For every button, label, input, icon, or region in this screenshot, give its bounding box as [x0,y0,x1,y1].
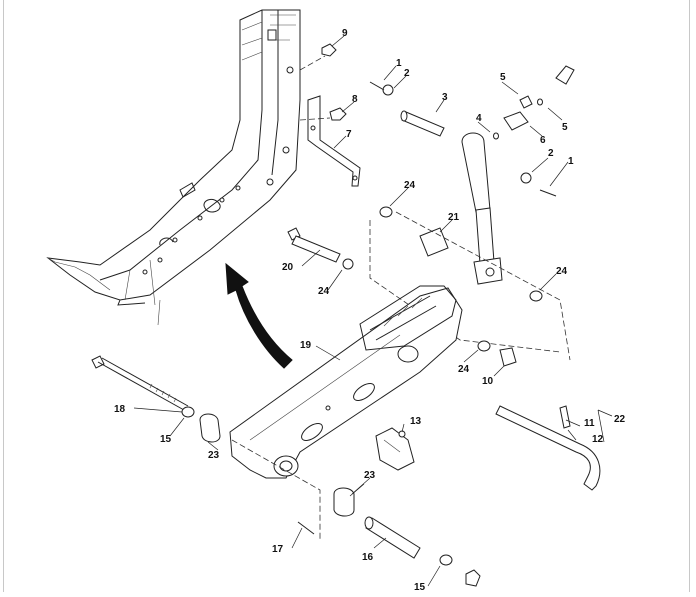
upper-bolt-set [287,227,517,367]
callout-labels: 9 1 2 8 3 5 4 5 6 7 2 1 24 21 20 24 24 1… [114,28,626,593]
callout-16: 16 [362,552,374,563]
callout-12: 12 [592,434,604,445]
right-border [689,0,690,592]
callout-24-lower: 24 [458,364,470,375]
bracket-assembly [299,43,361,187]
leader-lines [133,35,613,587]
callout-9: 9 [342,28,348,39]
callout-7: 7 [346,129,352,140]
shock-absorber [369,65,575,361]
handle-assembly [375,405,601,491]
left-border [3,0,4,592]
callout-23-lower: 23 [364,470,376,481]
callout-22: 22 [614,414,626,425]
callout-15-bottom: 15 [414,582,426,592]
callout-6: 6 [540,135,546,146]
callout-24-mid: 24 [318,286,330,297]
callout-19: 19 [300,340,312,351]
callout-13: 13 [410,416,422,427]
callout-24-top: 24 [404,180,416,191]
direction-arrow [225,262,293,369]
callout-3: 3 [442,92,448,103]
callout-8: 8 [352,94,358,105]
callout-23-left: 23 [208,450,220,461]
callout-4: 4 [476,113,482,124]
callout-21: 21 [448,212,460,223]
chassis-frame [46,9,301,326]
callout-1-top: 1 [396,58,402,69]
callout-15-left: 15 [160,434,172,445]
callout-5-right: 5 [562,122,568,133]
lower-bolt-set [91,355,481,587]
callout-5-top: 5 [500,72,506,83]
swing-arm [229,285,463,479]
callout-2-top: 2 [404,68,410,79]
callout-1-right: 1 [568,156,574,167]
callout-11: 11 [584,418,595,429]
callout-2-right: 2 [548,148,554,159]
callout-24-right: 24 [556,266,568,277]
callout-18: 18 [114,404,126,415]
callout-10: 10 [482,376,494,387]
callout-17: 17 [272,544,284,555]
callout-20: 20 [282,262,294,273]
